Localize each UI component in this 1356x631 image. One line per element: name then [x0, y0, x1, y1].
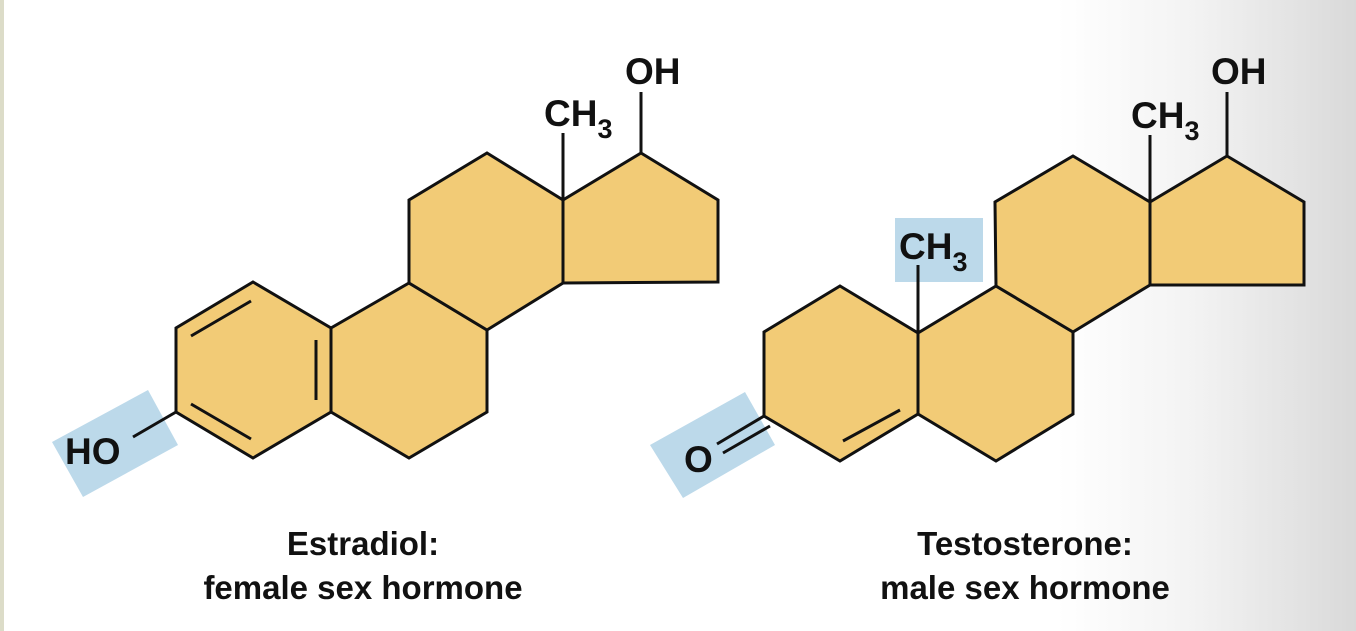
estradiol-ho-label: HO: [65, 431, 121, 472]
estradiol-subtitle: female sex hormone: [203, 569, 523, 606]
estradiol-caption: Estradiol: female sex hormone: [113, 522, 613, 610]
testosterone-title: Testosterone:: [917, 525, 1133, 562]
testosterone-top-ch3-label: CH3: [1131, 95, 1199, 146]
testosterone-subtitle: male sex hormone: [880, 569, 1170, 606]
testosterone-o-label: O: [684, 439, 713, 480]
estradiol-ring-a: [174, 280, 333, 460]
estradiol-ch3-label: CH3: [544, 93, 612, 144]
testosterone-carbonyl-bond-2: [722, 424, 771, 455]
testosterone-structure: OH CH3 CH3 O: [650, 51, 1306, 498]
left-border: [0, 0, 4, 631]
estradiol-ring-d: [561, 151, 720, 285]
testosterone-oh-label: OH: [1211, 51, 1267, 92]
testosterone-carbonyl-highlight: [650, 392, 775, 498]
estradiol-title: Estradiol:: [286, 525, 440, 562]
estradiol-hydroxyl-highlight: [52, 390, 178, 497]
estradiol-oh-label: OH: [625, 51, 681, 92]
testosterone-ring-a: [762, 284, 920, 463]
estradiol-hydroxyl-bond: [132, 410, 177, 439]
testosterone-carbonyl-bond-1: [716, 414, 765, 446]
testosterone-methyl-highlight: [895, 218, 983, 282]
testosterone-highlighted-ch3-label: CH3: [899, 226, 967, 277]
testosterone-ring-d: [1148, 154, 1306, 287]
estradiol-structure: OH CH3 HO: [52, 51, 720, 497]
testosterone-caption: Testosterone: male sex hormone: [775, 522, 1275, 610]
